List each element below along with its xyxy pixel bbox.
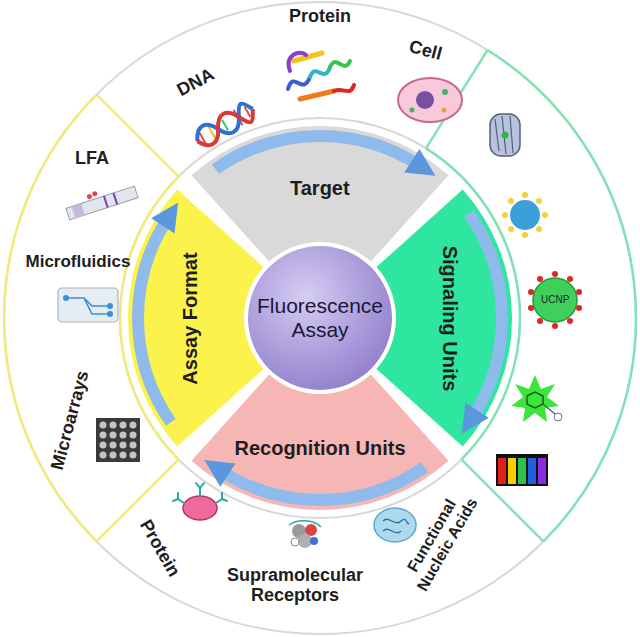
item-label: Microarrays	[47, 368, 93, 472]
sector-band: Signaling Units	[436, 241, 463, 395]
node-title: Recognition Units	[235, 437, 406, 460]
item-label: Functional Nucleic Acids	[396, 482, 484, 597]
sector-band: Target	[286, 175, 354, 202]
outer-circle	[4, 2, 636, 634]
cycle-arrow	[138, 219, 171, 423]
color-vials	[496, 454, 548, 486]
item-label: Supramolecular Receptors	[220, 565, 370, 606]
microfluidic-chip	[58, 288, 118, 322]
node-title: Target	[290, 177, 350, 200]
item-label: Cell	[406, 36, 443, 65]
inner-circle	[120, 118, 520, 518]
node-title: Fluorescence Assay	[256, 294, 384, 342]
lfa-strip	[64, 179, 139, 220]
microarray-grid	[96, 418, 140, 462]
center-circle: Fluorescence Assay	[248, 246, 392, 390]
gfp-barrel	[490, 114, 520, 156]
item-label: Protein	[289, 6, 351, 27]
item-label: Protein	[136, 516, 185, 580]
node-title: Signaling Units	[438, 245, 461, 391]
nanoparticle	[502, 192, 548, 238]
dye-molecule	[511, 375, 562, 422]
dna-helix	[192, 100, 258, 150]
item-label: UCNP	[541, 294, 569, 306]
outer-ring	[4, 2, 636, 634]
item-label: DNA	[173, 64, 217, 101]
ucnp-particle	[528, 271, 582, 329]
item-label: Microfluidics	[26, 252, 131, 272]
cell-icon	[398, 78, 462, 122]
node-title: Assay Format	[179, 252, 202, 384]
protein-ribbon	[288, 53, 354, 99]
assay-band	[128, 190, 264, 447]
sector-band: Recognition Units	[231, 435, 410, 462]
item-label: LFA	[75, 148, 109, 169]
supramolecular-receptor	[289, 521, 321, 548]
antibody-cell	[173, 483, 227, 520]
sector-band: Assay Format	[177, 248, 204, 388]
cycle-arrow	[221, 467, 425, 500]
cycle-arrow	[215, 136, 419, 169]
cycle-arrow	[469, 214, 502, 418]
nucleic-acid-blob	[374, 508, 416, 542]
